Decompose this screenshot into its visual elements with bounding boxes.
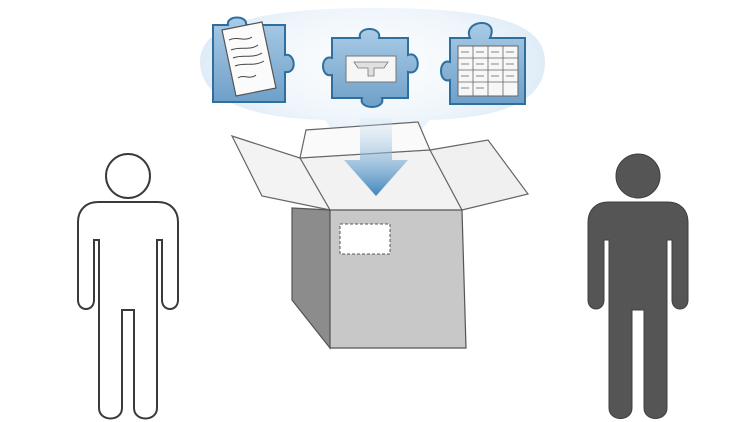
person-outline-head (106, 154, 150, 198)
person-outline-body (78, 202, 178, 419)
box-side-face (292, 208, 330, 348)
puzzle-document-icon (213, 18, 294, 103)
person-filled-head (616, 154, 660, 198)
person-outline-icon (78, 154, 178, 419)
box-label (340, 224, 390, 254)
person-filled-icon (588, 154, 688, 419)
person-filled-body (588, 202, 688, 419)
puzzle-tray-icon (323, 29, 418, 107)
